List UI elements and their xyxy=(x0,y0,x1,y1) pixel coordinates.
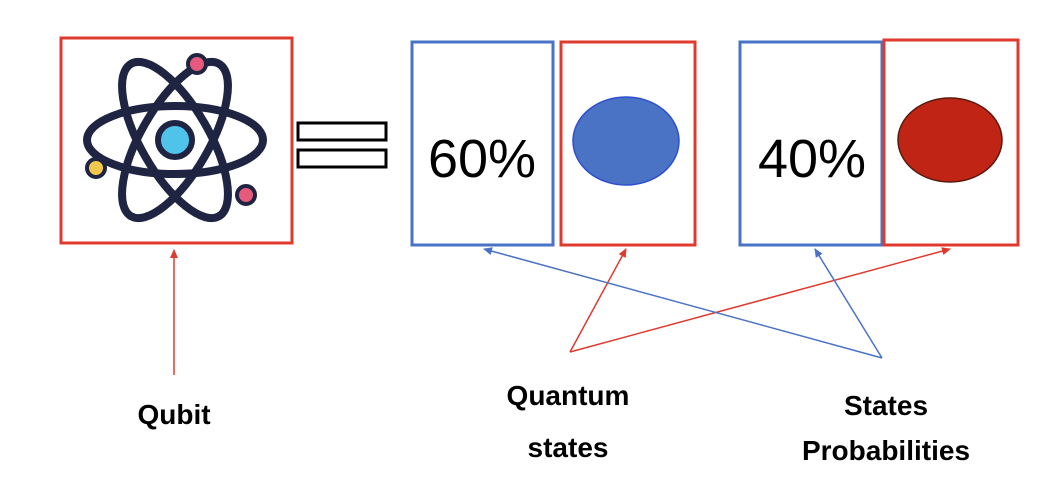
qubit-box xyxy=(59,36,294,245)
quantum-states-label-line1: Quantum xyxy=(507,380,630,411)
probabilities-arrow-to-state-one xyxy=(483,247,883,359)
state-two-probability-box xyxy=(738,40,884,247)
blue-circle-icon xyxy=(572,96,680,186)
atom-icon xyxy=(83,53,267,223)
state-one-box xyxy=(559,40,697,247)
state-one-probability: 60% xyxy=(428,129,536,189)
equals-sign-icon xyxy=(296,121,388,169)
state-one-probability-box xyxy=(410,40,555,247)
probabilities-arrow-to-state-two xyxy=(814,248,883,359)
quantum-states-label-line2: states xyxy=(528,432,609,463)
state-two-probability: 40% xyxy=(758,129,866,189)
quantum-states-arrow-to-state-one xyxy=(569,248,627,353)
probabilities-label-line1: States xyxy=(844,390,928,421)
red-circle-icon xyxy=(897,97,1003,183)
quantum-states-arrow-to-state-two xyxy=(569,247,951,353)
state-two-box xyxy=(882,38,1020,247)
qubit-label: Qubit xyxy=(137,399,210,430)
probabilities-label-line2: Probabilities xyxy=(802,435,970,466)
